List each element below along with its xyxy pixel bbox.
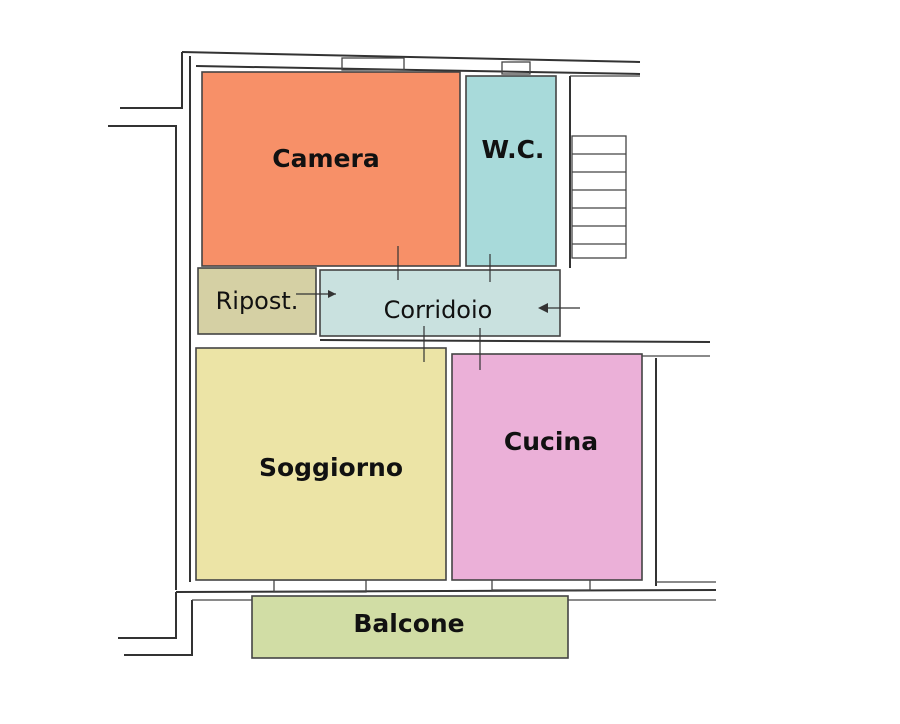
door-arrows: [296, 246, 580, 370]
room-balcone: [251, 595, 569, 659]
wall-left-top: [120, 52, 183, 109]
label-corridoio: Corridoio: [384, 296, 493, 324]
arrow-head-icon: [538, 303, 548, 313]
room-corridoio: [319, 269, 561, 337]
room-camera: [201, 71, 461, 267]
wall-left-bottom-inner: [124, 600, 193, 656]
window-wc: [501, 61, 531, 75]
label-balcone: Balcone: [353, 609, 464, 638]
rooms: [195, 71, 643, 659]
label-wc: W.C.: [482, 135, 545, 164]
arrow-head-icon: [328, 290, 336, 298]
room-ripostiglio: [197, 267, 317, 335]
room-wc: [465, 75, 557, 267]
room-soggiorno: [195, 347, 447, 581]
label-camera: Camera: [272, 144, 379, 173]
wall-top-outer: [181, 51, 641, 63]
window-camera: [341, 57, 405, 71]
label-ripostiglio: Ripost.: [216, 287, 299, 315]
wall-bottom-outer: [175, 589, 717, 593]
window-soggiorno: [273, 579, 367, 593]
wall-left-mid: [108, 125, 177, 590]
wall-mid-right: [319, 339, 711, 343]
stairs: [571, 135, 627, 259]
room-labels: Camera W.C. Ripost. Corridoio Soggiorno …: [216, 135, 599, 638]
wall-top-inner: [195, 65, 641, 75]
wall-left-bottom: [118, 592, 177, 639]
label-cucina: Cucina: [504, 427, 598, 456]
label-soggiorno: Soggiorno: [259, 453, 403, 482]
room-cucina: [451, 353, 643, 581]
